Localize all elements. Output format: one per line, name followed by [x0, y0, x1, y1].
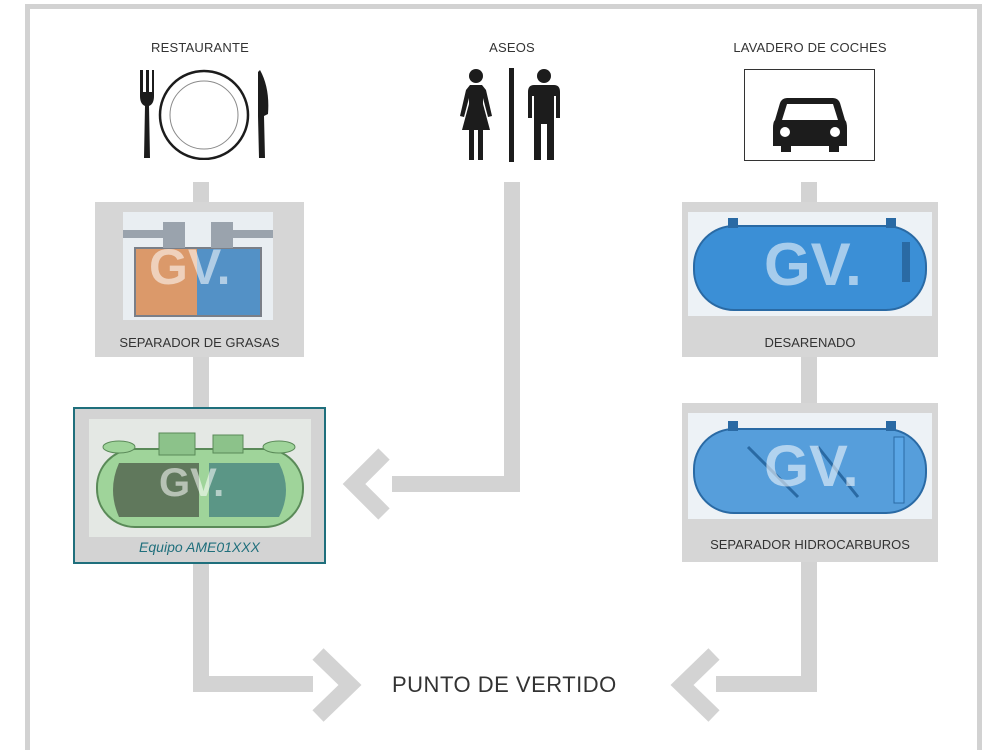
pipe-grasas-to-equipo — [193, 357, 209, 409]
label-aseos: ASEOS — [489, 40, 535, 55]
watermark-text-desarenado: GV. — [764, 231, 862, 298]
arrow-right-to-endpoint-icon — [312, 648, 362, 722]
sand-trap-image — [688, 212, 932, 316]
treatment-tank-image — [89, 419, 311, 537]
cutlery-plate-icon — [140, 69, 269, 160]
caption-separador-grasas: SEPARADOR DE GRASAS — [119, 335, 280, 350]
pipe-aseos-down — [504, 182, 520, 490]
watermark-text-equipo: GV. — [159, 461, 225, 505]
watermark-text-separador: GV. — [764, 434, 859, 499]
arrow-left-to-endpoint-icon — [670, 648, 720, 722]
arrow-left-to-equipo-icon — [342, 448, 390, 520]
watermark-gv-separador: GV. — [764, 433, 904, 513]
restroom-icon — [460, 68, 560, 162]
diagram-frame — [25, 4, 982, 750]
endpoint-label: PUNTO DE VERTIDO — [392, 672, 617, 697]
watermark-gv: GV. — [149, 238, 269, 308]
watermark-text: GV. — [149, 239, 231, 295]
grease-separator-image — [123, 212, 273, 320]
pipe-equipo-down — [193, 564, 209, 692]
pipe-separador-to-endpoint — [716, 676, 817, 692]
watermark-gv-desarenado: GV. — [764, 230, 904, 310]
card-desarenado: GV. DESARENADO — [682, 202, 938, 357]
pipe-restaurante-to-grasas — [193, 182, 209, 202]
pipe-separador-down — [801, 562, 817, 692]
pipe-lavadero-to-desarenado — [801, 182, 817, 202]
card-separador-grasas: GV. SEPARADOR DE GRASAS — [95, 202, 304, 357]
pipe-equipo-to-endpoint — [193, 676, 313, 692]
car-box — [744, 69, 875, 161]
card-equipo: GV. Equipo AME01XXX — [73, 407, 326, 564]
car-icon — [773, 98, 847, 152]
label-lavadero: LAVADERO DE COCHES — [733, 40, 887, 55]
label-restaurante: RESTAURANTE — [150, 40, 250, 55]
pipe-aseos-to-equipo — [392, 476, 520, 492]
watermark-gv-equipo: GV. — [159, 461, 259, 521]
caption-equipo: Equipo AME01XXX — [139, 539, 260, 555]
pipe-desarenado-to-separador — [801, 357, 817, 403]
hydrocarbon-separator-image — [688, 413, 932, 519]
caption-separador-hidrocarburos: SEPARADOR HIDROCARBUROS — [710, 537, 910, 552]
caption-desarenado: DESARENADO — [764, 335, 856, 350]
card-separador-hidrocarburos: GV. SEPARADOR HIDROCARBUROS — [682, 403, 938, 562]
